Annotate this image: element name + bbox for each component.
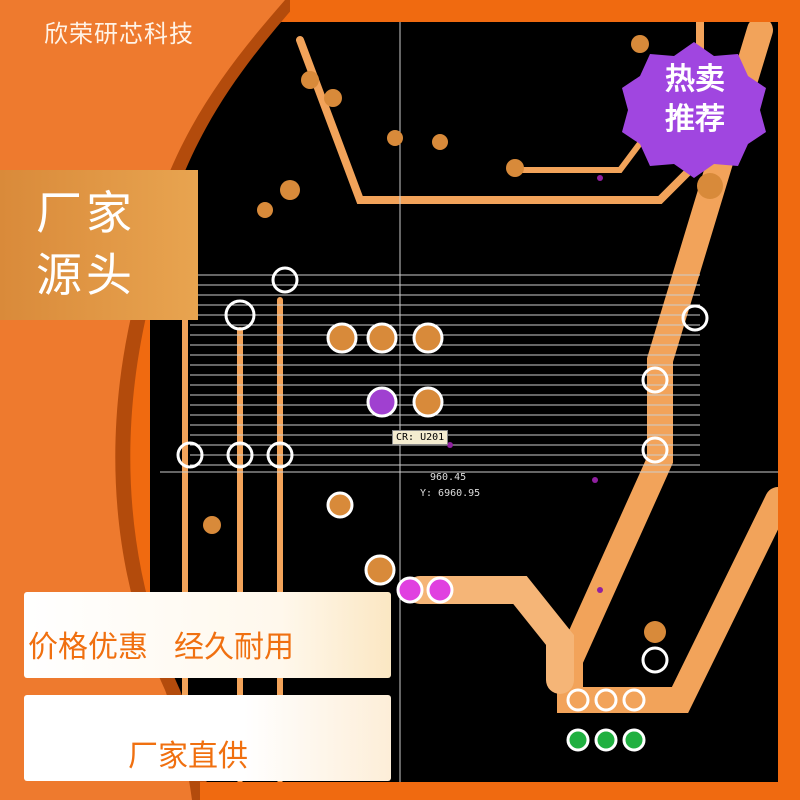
maker-badge-line2: 源头 xyxy=(36,248,136,302)
hot-badge-line1: 热卖 xyxy=(665,62,725,97)
feature-durable: 经久耐用 xyxy=(174,630,294,665)
coord-y: Y: 6960.95 xyxy=(420,488,481,499)
hot-badge-line2: 推荐 xyxy=(665,102,725,137)
brand-name: 欣荣研芯科技 xyxy=(44,20,194,48)
hot-badge: 热卖 推荐 xyxy=(640,60,750,140)
maker-badge-line1: 厂家 xyxy=(36,186,136,240)
feature-bar-direct: 厂家直供 xyxy=(24,695,391,781)
feature-price: 价格优惠 xyxy=(28,630,148,665)
hot-badge-shape xyxy=(622,42,766,178)
feature-bar-price: 价格优惠经久耐用 xyxy=(24,592,391,678)
component-label: CR: U201 xyxy=(392,430,449,445)
maker-badge: 厂家 源头 xyxy=(0,170,198,320)
coord-x: 960.45 xyxy=(430,472,467,483)
feature-direct: 厂家直供 xyxy=(128,739,248,774)
